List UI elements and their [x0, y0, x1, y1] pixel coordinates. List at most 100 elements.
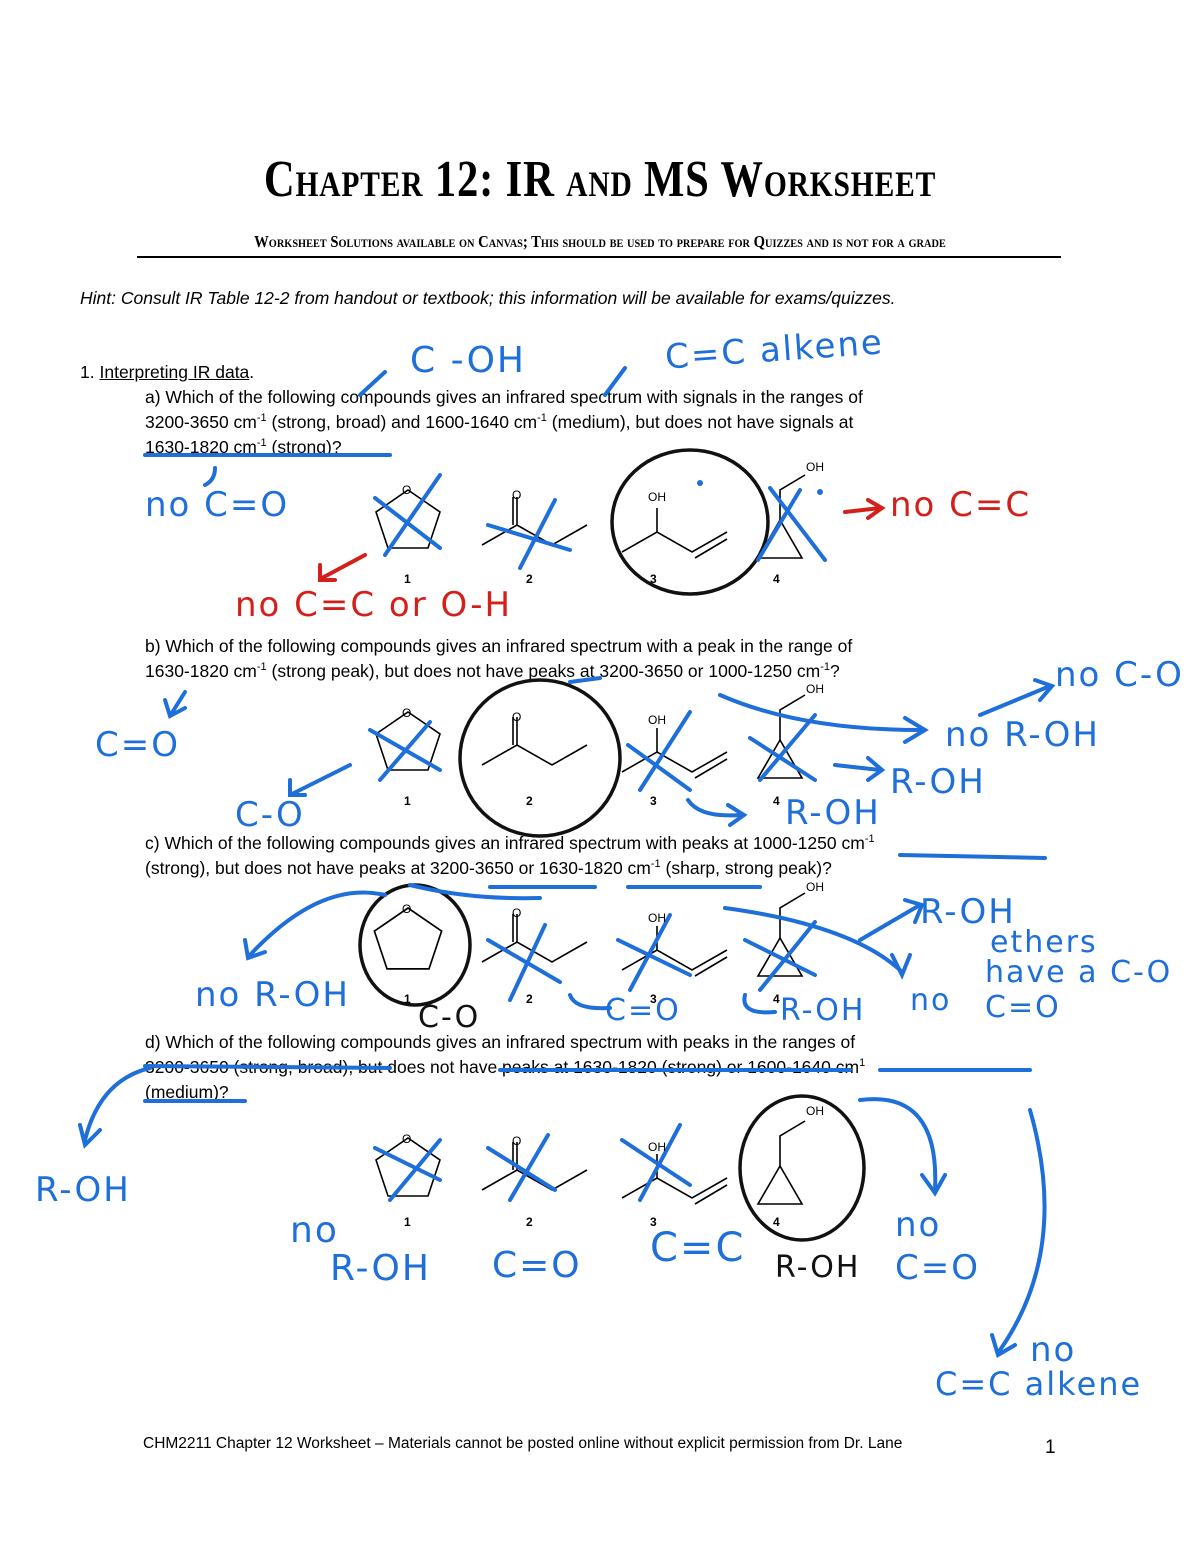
compound-label: 2	[526, 992, 533, 1006]
q-text: 1630-1820 cm	[145, 437, 257, 457]
note-c-no-roh: no R-OH	[195, 975, 350, 1015]
atom-o: O	[512, 488, 522, 502]
note-c-ethers: ethers	[990, 925, 1098, 960]
note-c-roh: R-OH	[920, 892, 1016, 932]
atom-o: O	[402, 902, 412, 916]
question-d-line3: (medium)?	[145, 1082, 229, 1102]
note-d-no-2: no	[895, 1205, 942, 1245]
answer-circles	[358, 448, 866, 1242]
q-text: (medium), but does not have signals at	[546, 412, 854, 432]
worksheet-title: Chapter 12: IR and MS Worksheet	[263, 151, 937, 208]
superscript: -1	[650, 858, 661, 871]
note-d-roh-2: R-OH	[330, 1248, 431, 1289]
q-text: (strong), but does not have peaks at 320…	[145, 858, 651, 878]
question-b-line1: b) Which of the following compounds give…	[145, 636, 853, 656]
question-b: b) Which of the following compounds give…	[145, 634, 1055, 684]
compound-label: 3	[650, 992, 657, 1006]
section-number: 1.	[80, 362, 95, 382]
row-c-structures	[373, 892, 806, 977]
atom-o: O	[512, 906, 522, 920]
note-c-co-2: C=O	[985, 990, 1061, 1025]
note-d-no-3: no	[1030, 1330, 1077, 1370]
note-c-c-o: C-O	[418, 1000, 481, 1035]
note-b-c-o: C-O	[235, 795, 305, 835]
question-c-line2: (strong), but does not have peaks at 320…	[145, 856, 1055, 881]
atom-o: O	[402, 706, 412, 720]
compound-label: 1	[404, 992, 411, 1006]
atom-oh: OH	[806, 682, 824, 696]
note-d-co: C=O	[492, 1245, 582, 1286]
atom-o: O	[402, 1132, 412, 1146]
header-rule	[137, 256, 1061, 258]
atom-o: O	[512, 1134, 522, 1148]
compound-label: 3	[650, 794, 657, 808]
footer-text: CHM2211 Chapter 12 Worksheet – Materials…	[143, 1435, 903, 1452]
note-d-cc-alkene: C=C alkene	[935, 1365, 1143, 1403]
note-d-co-2: C=O	[895, 1248, 980, 1288]
compound-label: 4	[773, 1215, 780, 1229]
note-d-roh-black: R-OH	[775, 1250, 861, 1285]
note-b-no-co: no C-O	[1055, 655, 1184, 695]
page-number: 1	[1045, 1437, 1056, 1458]
section-title: Interpreting IR data	[99, 362, 250, 382]
atom-oh: OH	[648, 1140, 666, 1154]
q-text: (strong, broad) and 1600-1640 cm	[266, 412, 538, 432]
note-a-no-cc-or-oh: no C=C or O-H	[235, 585, 513, 625]
atom-oh: OH	[648, 713, 666, 727]
compound-label: 1	[404, 1215, 411, 1229]
section-end: .	[249, 362, 255, 382]
note-a-no-cc: no C=C	[890, 485, 1032, 525]
atom-oh: OH	[648, 490, 666, 504]
superscript: -1	[864, 833, 875, 846]
atom-oh: OH	[806, 880, 824, 894]
note-c-have-co: have a C-O	[985, 955, 1173, 990]
question-c-line1: c) Which of the following compounds give…	[145, 831, 1055, 856]
question-d-line1: d) Which of the following compounds give…	[145, 1032, 856, 1052]
superscript: -1	[537, 412, 547, 425]
compound-label: 4	[773, 794, 780, 808]
superscript: -1	[256, 661, 267, 674]
compound-label: 2	[526, 1215, 533, 1229]
superscript: -1	[820, 661, 831, 674]
worksheet-subtitle: Worksheet Solutions available on Canvas;…	[254, 232, 946, 251]
question-a-line1: a) Which of the following compounds give…	[145, 387, 863, 407]
note-d-no: no	[290, 1210, 339, 1251]
note-b-co: C=O	[95, 725, 180, 765]
superscript: -1	[256, 437, 267, 450]
q-text: (sharp, strong peak)?	[660, 858, 832, 878]
compound-label: 4	[773, 572, 780, 586]
compound-label: 1	[404, 572, 411, 586]
atom-oh: OH	[648, 911, 666, 925]
q-text: 3200-3650 cm	[145, 412, 257, 432]
atom-o: O	[512, 710, 522, 724]
question-a-line3: 1630-1820 cm-1 (strong)?	[145, 435, 1055, 460]
q-text: 1630-1820 cm	[145, 661, 257, 681]
note-c-roh-2: R-OH	[780, 993, 866, 1028]
q-text: (strong peak), but does not have peaks a…	[266, 661, 821, 681]
red-ink-strokes	[318, 498, 886, 582]
note-b-roh-1: R-OH	[890, 762, 986, 802]
compound-label: 3	[650, 1215, 657, 1229]
blue-ink-strokes	[78, 366, 1056, 1359]
superscript: -1	[256, 412, 267, 425]
hint-text: Hint: Consult IR Table 12-2 from handout…	[80, 288, 896, 308]
row-a-structures	[375, 474, 806, 559]
row-b-structures	[375, 694, 806, 779]
compound-label: 2	[526, 572, 533, 586]
note-c-co: C=O	[605, 993, 681, 1028]
superscript: 1	[859, 1057, 866, 1070]
compound-label: 2	[526, 794, 533, 808]
atom-oh: OH	[806, 460, 824, 474]
compound-label: 3	[650, 572, 657, 586]
blue-dots	[697, 480, 823, 495]
note-c-no: no	[910, 983, 952, 1018]
question-a-line2: 3200-3650 cm-1 (strong, broad) and 1600-…	[145, 410, 1055, 435]
question-b-line2: 1630-1820 cm-1 (strong peak), but does n…	[145, 659, 1055, 684]
question-a: a) Which of the following compounds give…	[145, 385, 1055, 460]
atom-oh: OH	[806, 1104, 824, 1118]
q-text: c) Which of the following compounds give…	[145, 833, 865, 853]
question-c: c) Which of the following compounds give…	[145, 831, 1055, 881]
note-a-c-oh: C -OH	[410, 340, 526, 381]
note-b-no-roh: no R-OH	[945, 715, 1100, 755]
